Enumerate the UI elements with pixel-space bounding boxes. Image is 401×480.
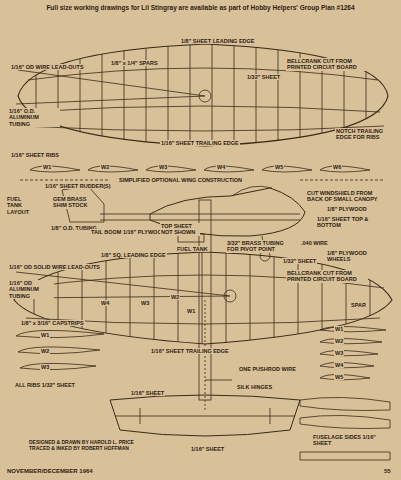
rib-outline — [320, 375, 370, 380]
plan-label: 55 — [383, 468, 392, 475]
plan-label: SPAR — [350, 302, 367, 308]
plan-label: W1 — [42, 164, 52, 170]
plan-label: 1/32" SHEET — [282, 258, 317, 264]
plan-label: 1/16" SHEET — [190, 446, 225, 452]
plan-label: NOTCH TRAILING EDGE FOR RIBS — [335, 128, 392, 141]
rib-outline — [320, 351, 378, 356]
plan-label: 1/16" SHEET TRAILING EDGE — [150, 348, 230, 354]
plan-label: W3 — [140, 300, 150, 306]
plan-label: 1/16" SHEET RUDDER(S) — [44, 183, 112, 189]
plan-label: 1/16" SHEET TRAILING EDGE — [160, 140, 240, 146]
plan-label: W4 — [216, 164, 226, 170]
rib-stroke — [278, 40, 279, 150]
rib-stroke — [130, 250, 131, 346]
rib-stroke — [226, 250, 227, 346]
plan-label: 1/16" SHEET — [130, 390, 165, 396]
plan-label: W1 — [334, 326, 344, 332]
page-title: Full size working drawings for Lil Sting… — [4, 4, 397, 11]
plan-label: SILK HINGES — [236, 384, 273, 390]
plan-label: 1/32" SHEET — [246, 74, 281, 80]
plan-label: W3 — [158, 164, 168, 170]
plan-label: W1 — [40, 332, 50, 338]
rib-stroke — [234, 40, 235, 150]
plan-label: 1/16" SHEET RIBS — [10, 152, 60, 158]
plan-label: 1/8" SQ. LEADING EDGE — [100, 252, 167, 258]
rib-stroke — [300, 40, 301, 150]
rib-outline — [320, 339, 382, 344]
plan-label: W1 — [186, 308, 196, 314]
plan-label: BELLCRANK CUT FROM PRINTED CIRCUIT BOARD — [286, 270, 368, 283]
plan-label: FUEL TANK — [176, 246, 209, 252]
rib-stroke — [168, 40, 169, 150]
plan-label: W3 — [334, 350, 344, 356]
rib-stroke — [202, 250, 203, 346]
plan-label: 1/8" x 1/4" SPARS — [110, 60, 159, 66]
rib-stroke — [250, 250, 251, 346]
plan-label: W2 — [40, 348, 50, 354]
plan-label: W3 — [40, 364, 50, 370]
rib-stroke — [154, 250, 155, 346]
rib-stroke — [298, 250, 299, 346]
plan-label: ALL RIBS 1/32" SHEET — [14, 382, 76, 388]
rib-outline — [146, 166, 196, 172]
plan-label: .040 WIRE — [300, 240, 329, 246]
rib-stroke — [322, 40, 323, 150]
plan-label: FUEL TANK LAYOUT — [6, 196, 38, 215]
rib-stroke — [370, 250, 371, 346]
plan-label: W5 — [334, 374, 344, 380]
plan-label: 1/16" OD ALUMINUM TUBING — [8, 280, 54, 299]
rib-stroke — [58, 40, 59, 150]
rib-stroke — [106, 250, 107, 346]
plan-label: TOP SHEET NOT SHOWN — [160, 223, 200, 236]
plan-label: W2 — [334, 338, 344, 344]
plan-label: SIMPLIFIED OPTIONAL WING CONSTRUCTION — [118, 177, 243, 183]
rib-outline — [204, 166, 254, 172]
plan-label: 1/16" SHEET TOP & BOTTOM — [316, 216, 378, 229]
plan-label: NOVEMBER/DECEMBER 1964 — [6, 468, 94, 475]
plan-label: TAIL BOOM 1/16" PLYWOOD — [90, 229, 167, 235]
plan-label: 1/16" O.D. ALUMINUM TUBING — [8, 108, 60, 127]
plan-label: W6 — [332, 164, 342, 170]
plan-label: 1/8" x 3/16" CAPSTRIPS — [20, 320, 85, 326]
rib-outline — [320, 363, 374, 368]
rib-stroke — [212, 40, 213, 150]
plan-label: FUSELAGE SIDES 1/16" SHEET — [312, 434, 384, 447]
plan-label: W4 — [100, 300, 110, 306]
rib-stroke — [322, 250, 323, 346]
rib-stroke — [274, 250, 275, 346]
plan-label: GEM BRASS SHIM STOCK — [52, 196, 94, 209]
plan-label: W2 — [170, 294, 180, 300]
plan-label: W5 — [274, 164, 284, 170]
plan-label: W2 — [100, 164, 110, 170]
rib-outline — [262, 166, 312, 172]
plan-label: 3/32" BRASS TUBING FOR PIVOT POINT — [226, 240, 288, 253]
rib-outline — [30, 166, 80, 172]
plan-label: BELLCRANK CUT FROM PRINTED CIRCUIT BOARD — [286, 58, 368, 71]
plan-label: ONE PUSHROD WIRE — [238, 366, 297, 372]
plan-label: 1/16" OD SOLID WIRE LEAD-OUTS — [8, 264, 101, 270]
rib-stroke — [190, 40, 191, 150]
rib-outline — [88, 166, 138, 172]
plan-label: 1/8" SHEET LEADING EDGE — [180, 38, 256, 44]
rib-outline — [320, 327, 386, 332]
plan-label: W4 — [334, 362, 344, 368]
rib-stroke — [80, 40, 81, 150]
rib-stroke — [124, 40, 125, 150]
rib-stroke — [102, 40, 103, 150]
rib-stroke — [36, 40, 37, 150]
plan-label: CUT WINDSHIELD FROM BACK OF SMALL CANOPY — [306, 190, 388, 203]
plan-label: 1/8" PLYWOOD WHEELS — [326, 250, 378, 263]
plan-label: DESIGNED & DRAWN BY HAROLD L. PRICE TRAC… — [28, 440, 145, 452]
rib-outline — [320, 166, 370, 172]
rib-stroke — [256, 40, 257, 150]
plan-label: 1/16" OD WIRE LEAD-OUTS — [10, 64, 85, 70]
rib-stroke — [146, 40, 147, 150]
plan-label: 1/8" PLYWOOD — [326, 206, 368, 212]
